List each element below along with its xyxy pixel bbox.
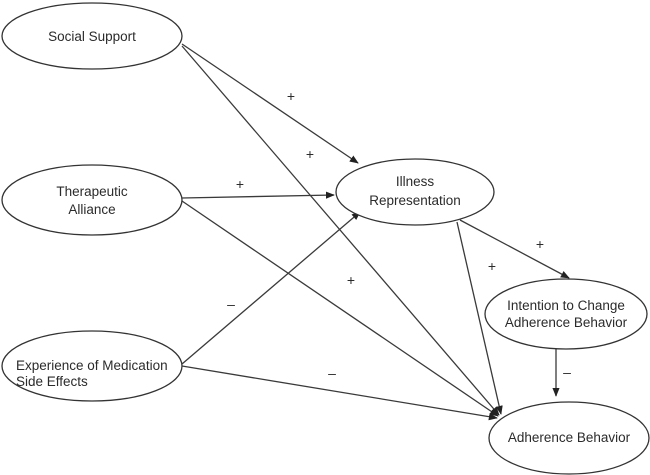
edge-social-support-to-illness-representation (181, 43, 359, 164)
node-social-support-label: Social Support (48, 29, 136, 44)
edge-sign-alliance-to-illness: + (236, 176, 244, 192)
node-therapeutic-alliance-label-line2: Alliance (68, 202, 115, 217)
node-adherence-behavior: Adherence Behavior (488, 401, 650, 475)
node-illness-representation-label-line2: Representation (369, 193, 461, 208)
node-social-support: Social Support (1, 2, 183, 70)
edge-therapeutic-alliance-to-illness-representation (181, 191, 335, 199)
node-side-effects-label-line2: Side Effects (16, 374, 88, 389)
edge-illness-representation-to-intention (459, 219, 570, 279)
node-adherence-behavior-label: Adherence Behavior (508, 430, 631, 445)
node-intention-label-line2: Adherence Behavior (505, 315, 628, 330)
node-therapeutic-alliance-label-line1: Therapeutic (56, 184, 128, 199)
edge-side-effects-to-adherence (181, 365, 498, 421)
node-side-effects-label-line1: Experience of Medication (16, 358, 168, 373)
edge-social-support-to-adherence (181, 45, 500, 416)
edge-sign-side-effects-to-adherence: – (328, 365, 336, 381)
node-illness-representation-label-line1: Illness (396, 174, 435, 189)
node-side-effects: Experience of Medication Side Effects (1, 330, 183, 402)
edge-sign-intention-to-adherence: – (563, 364, 571, 380)
edge-side-effects-to-illness-representation (181, 211, 361, 365)
edge-sign-side-effects-to-illness: – (227, 296, 235, 312)
edge-sign-social-to-illness: + (287, 88, 295, 104)
node-illness-representation: Illness Representation (335, 158, 495, 226)
edge-sign-social-to-adherence: + (306, 146, 314, 162)
node-therapeutic-alliance: Therapeutic Alliance (1, 164, 183, 236)
edge-sign-illness-to-intention: + (536, 236, 544, 252)
edge-therapeutic-alliance-to-adherence (181, 200, 499, 417)
edge-sign-illness-to-adherence: + (488, 258, 496, 274)
edge-sign-alliance-to-adherence: + (347, 272, 355, 288)
edge-illness-representation-to-adherence (456, 221, 503, 415)
node-intention: Intention to Change Adherence Behavior (484, 278, 648, 350)
node-intention-label-line1: Intention to Change (507, 298, 625, 313)
